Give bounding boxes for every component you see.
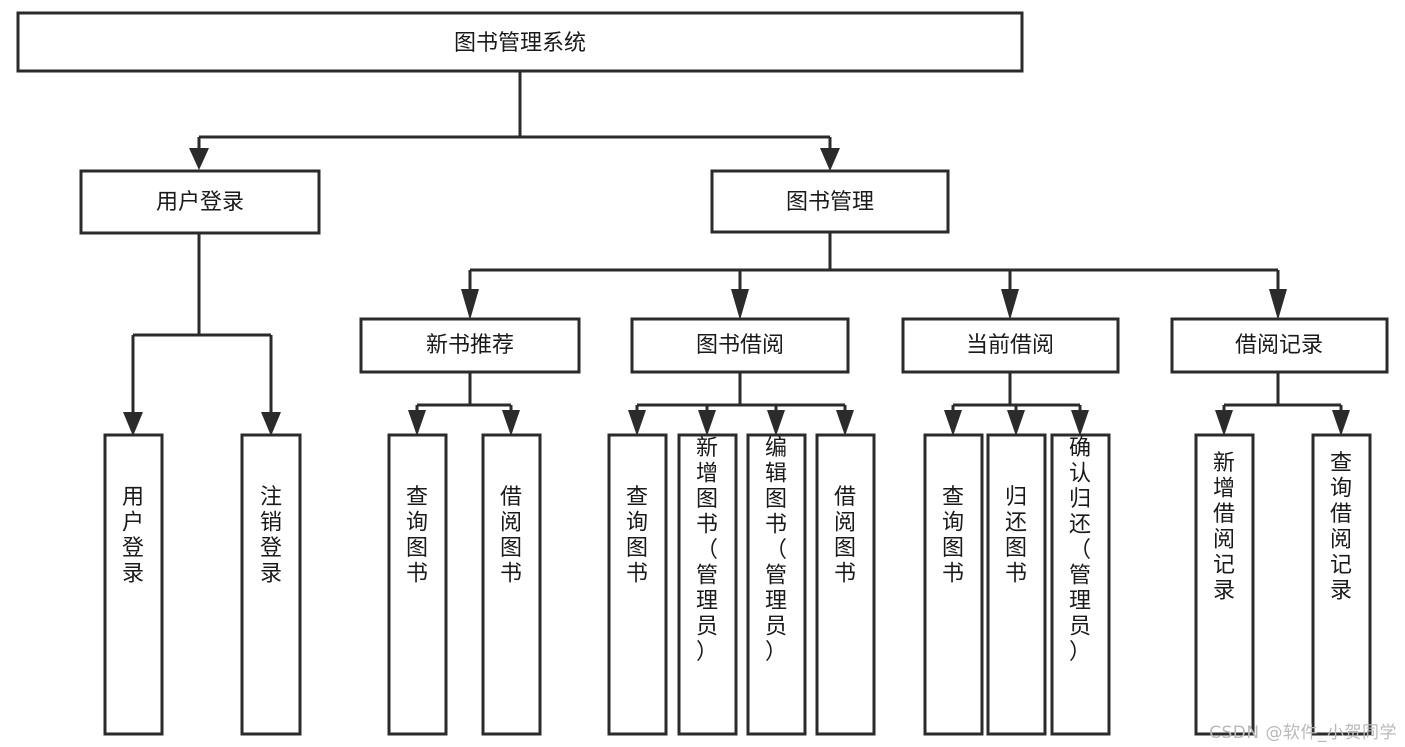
node-leaf-query-book-3-label: 查询图书 [942, 485, 964, 587]
arrow-leaf-borrow-book-1 [502, 410, 520, 436]
node-leaf-borrow-book-2[interactable]: 借阅图书 [815, 433, 876, 736]
node-current-borrow[interactable]: 当前借阅 [901, 317, 1120, 374]
node-leaf-confirm-return[interactable]: 确认归还（管理员） [1050, 433, 1111, 736]
node-leaf-confirm-return-label: 确认归还（管理员） [1069, 436, 1091, 665]
node-leaf-edit-book[interactable]: 编辑图书（管理员） [746, 433, 807, 736]
node-leaf-user-login[interactable]: 用户登录 [103, 433, 164, 736]
node-leaf-confirm-return-box[interactable] [1050, 433, 1111, 736]
arrow-leaf-query-book-3 [944, 410, 962, 436]
arrow-leaf-query-book-1 [408, 410, 426, 436]
node-leaf-edit-book-label: 编辑图书（管理员） [765, 436, 787, 665]
node-leaf-add-record[interactable]: 新增借阅记录 [1194, 433, 1255, 736]
arrow-leaf-borrow-book-2 [836, 410, 854, 436]
arrow-leaf-query-record [1332, 410, 1350, 436]
node-leaf-user-login-label: 用户登录 [122, 485, 144, 587]
node-user-login[interactable]: 用户登录 [79, 169, 321, 235]
node-leaf-borrow-book-1-box[interactable] [481, 433, 542, 736]
node-leaf-query-record-label: 查询借阅记录 [1330, 451, 1352, 604]
node-leaf-add-book-label: 新增图书（管理员） [696, 436, 718, 665]
node-leaf-add-record-box[interactable] [1194, 433, 1255, 736]
node-leaf-add-record-label: 新增借阅记录 [1213, 451, 1235, 604]
node-leaf-query-record-box[interactable] [1311, 433, 1372, 736]
node-current-borrow-box[interactable] [901, 317, 1120, 374]
node-leaf-logout-login[interactable]: 注销登录 [240, 433, 302, 736]
node-leaf-logout-login-label: 注销登录 [260, 485, 282, 587]
node-new-book-rec-label: 新书推荐 [426, 333, 514, 358]
node-leaf-borrow-book-2-box[interactable] [815, 433, 876, 736]
arrow-leaf-return-book [1007, 410, 1025, 436]
arrow-leaf-query-book-2 [628, 410, 646, 436]
node-leaf-query-book-3[interactable]: 查询图书 [923, 433, 984, 736]
arrow-book-manage [820, 148, 840, 171]
arrow-leaf-add-book [698, 410, 716, 436]
arrow-leaf-add-record [1215, 410, 1233, 436]
node-new-book-rec[interactable]: 新书推荐 [359, 317, 581, 374]
node-leaf-borrow-book-1[interactable]: 借阅图书 [481, 433, 542, 736]
node-leaf-query-book-1-box[interactable] [387, 433, 448, 736]
node-leaf-add-book[interactable]: 新增图书（管理员） [677, 433, 738, 736]
node-leaf-return-book[interactable]: 归还图书 [986, 433, 1047, 736]
node-leaf-query-book-2[interactable]: 查询图书 [607, 433, 668, 736]
node-root[interactable]: 图书管理系统 [16, 11, 1024, 73]
node-leaf-query-book-1[interactable]: 查询图书 [387, 433, 448, 736]
node-leaf-query-book-1-label: 查询图书 [406, 485, 428, 587]
node-leaf-query-book-2-label: 查询图书 [626, 485, 648, 587]
node-leaf-return-book-label: 归还图书 [1005, 485, 1027, 587]
arrow-new-book-rec [461, 289, 479, 320]
arrow-leaf-logout-login [261, 412, 281, 436]
node-leaf-edit-book-box[interactable] [746, 433, 807, 736]
node-leaf-add-book-box[interactable] [677, 433, 738, 736]
node-book-manage-box[interactable] [710, 169, 950, 234]
arrow-user-login [189, 148, 209, 170]
node-borrow-record[interactable]: 借阅记录 [1170, 317, 1389, 374]
node-user-login-label: 用户登录 [156, 190, 244, 215]
node-leaf-logout-login-box[interactable] [240, 433, 302, 736]
node-leaf-user-login-box[interactable] [103, 433, 164, 736]
node-leaf-borrow-book-2-label: 借阅图书 [834, 485, 856, 587]
node-borrow-record-box[interactable] [1170, 317, 1389, 374]
node-borrow-record-label: 借阅记录 [1235, 333, 1323, 358]
node-current-borrow-label: 当前借阅 [966, 333, 1054, 358]
node-root-box[interactable] [16, 11, 1024, 73]
arrow-leaf-confirm-return [1071, 410, 1089, 436]
arrow-current-borrow [1001, 289, 1019, 320]
node-leaf-borrow-book-1-label: 借阅图书 [500, 485, 522, 587]
node-book-manage[interactable]: 图书管理 [710, 169, 950, 234]
node-book-manage-label: 图书管理 [786, 190, 874, 215]
node-leaf-return-book-box[interactable] [986, 433, 1047, 736]
node-book-borrow-box[interactable] [630, 317, 850, 374]
arrow-leaf-edit-book [767, 410, 785, 436]
node-root-label: 图书管理系统 [454, 31, 586, 56]
node-leaf-query-record[interactable]: 查询借阅记录 [1311, 433, 1372, 736]
node-user-login-box[interactable] [79, 169, 321, 235]
node-leaf-query-book-2-box[interactable] [607, 433, 668, 736]
node-leaf-query-book-3-box[interactable] [923, 433, 984, 736]
edge-layer [123, 71, 1350, 436]
node-book-borrow[interactable]: 图书借阅 [630, 317, 850, 374]
arrow-borrow-record [1269, 289, 1287, 320]
node-new-book-rec-box[interactable] [359, 317, 581, 374]
arrow-book-borrow [731, 289, 749, 320]
arrow-leaf-user-login [123, 412, 143, 436]
node-book-borrow-label: 图书借阅 [696, 333, 784, 358]
